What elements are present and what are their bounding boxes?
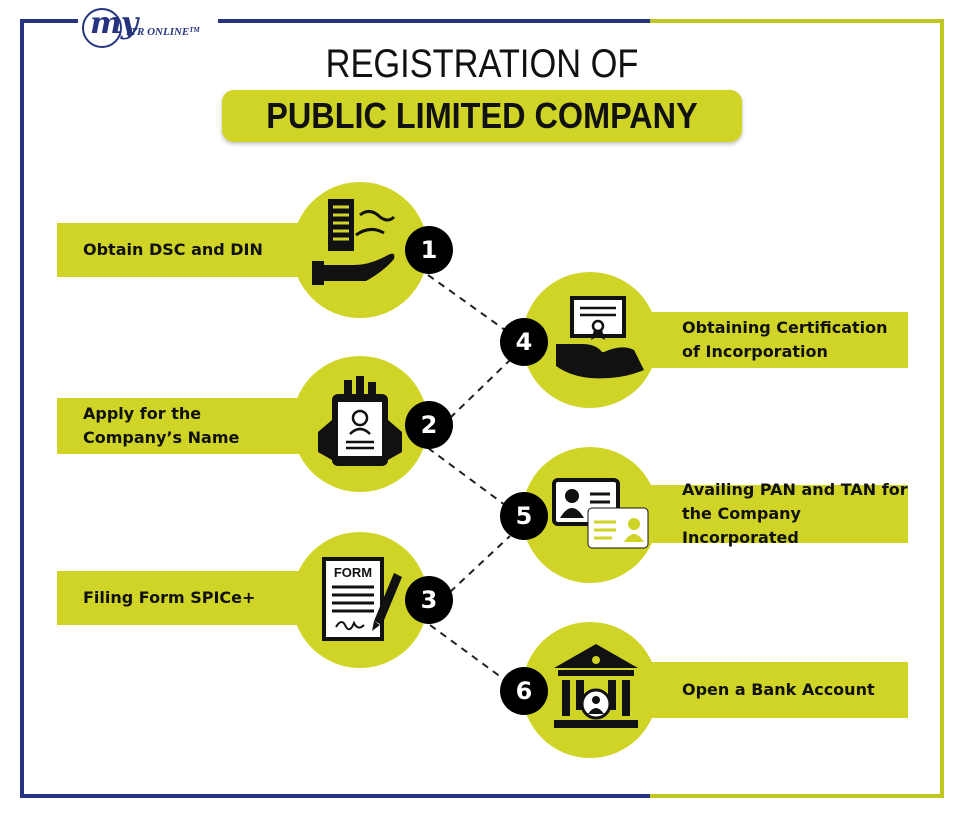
logo-ring [82, 8, 122, 48]
step-1-label-box: Obtain DSC and DIN [57, 223, 327, 277]
logo-itr-label: ITR ONLINE [126, 26, 190, 38]
step-1-label: Obtain DSC and DIN [83, 240, 263, 259]
form-document-icon: FORM [322, 557, 402, 641]
tablet-profile-icon [318, 376, 402, 466]
step-2-badge: 2 [405, 401, 453, 449]
step-5-badge: 5 [500, 492, 548, 540]
step-2-label: Apply for the Company’s Name [83, 404, 240, 447]
logo-my-text: my [90, 6, 138, 41]
logo-itr-text: ITR ONLINETM [126, 26, 200, 38]
step-4-label: Obtaining Certification of Incorporation [682, 318, 888, 361]
id-cards-icon [552, 478, 649, 549]
step-3-label: Filing Form SPICe+ [83, 588, 256, 607]
step-3-badge: 3 [405, 576, 453, 624]
title-line-2: PUBLIC LIMITED COMPANY [266, 95, 698, 136]
bank-icon [554, 644, 638, 728]
form-icon-text: FORM [334, 565, 372, 580]
step-5-label: Availing PAN and TAN for the Company Inc… [682, 480, 908, 547]
step-4-badge: 4 [500, 318, 548, 366]
step-6-badge: 6 [500, 667, 548, 715]
connector-lines [427, 274, 511, 681]
certificate-hand-icon [556, 296, 644, 379]
title-banner: PUBLIC LIMITED COMPANY [222, 90, 742, 142]
step-2-label-box: Apply for the Company’s Name [57, 398, 327, 454]
brand-logo: my ITR ONLINETM [78, 4, 218, 52]
step-1-badge: 1 [405, 226, 453, 274]
hand-document-icon [312, 199, 396, 285]
step-6-label: Open a Bank Account [682, 680, 875, 699]
title-line-1: REGISTRATION OF [325, 42, 639, 86]
step-3-label-box: Filing Form SPICe+ [57, 571, 327, 625]
logo-trademark: TM [189, 26, 200, 34]
